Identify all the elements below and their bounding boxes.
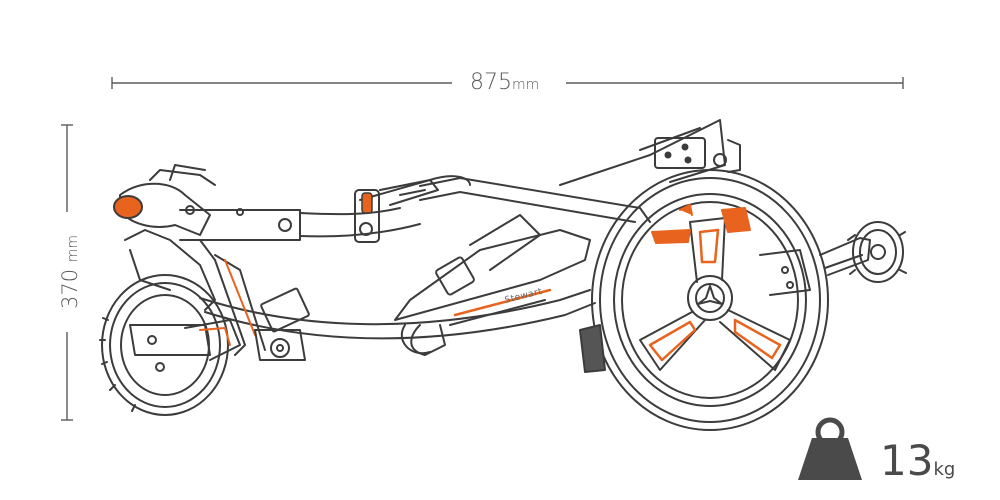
width-dimension-label: 875mm <box>470 70 539 95</box>
weight-label: 13kg <box>880 440 955 482</box>
height-dimension-label: 370 mm <box>58 235 82 309</box>
trolley-drawing <box>99 119 907 431</box>
width-value: 875 <box>470 70 512 95</box>
weight-unit: kg <box>933 459 956 480</box>
latch <box>361 192 373 214</box>
handle-cap <box>113 195 143 219</box>
latch-housing <box>354 189 380 243</box>
weight-icon <box>798 417 862 480</box>
weight-value: 13 <box>880 436 934 485</box>
width-dimension-line <box>111 77 904 89</box>
latch-pin <box>359 222 373 236</box>
height-value: 370 <box>58 268 82 310</box>
width-unit: mm <box>512 77 540 93</box>
height-dimension-line <box>61 124 73 421</box>
height-unit: mm <box>65 234 81 263</box>
